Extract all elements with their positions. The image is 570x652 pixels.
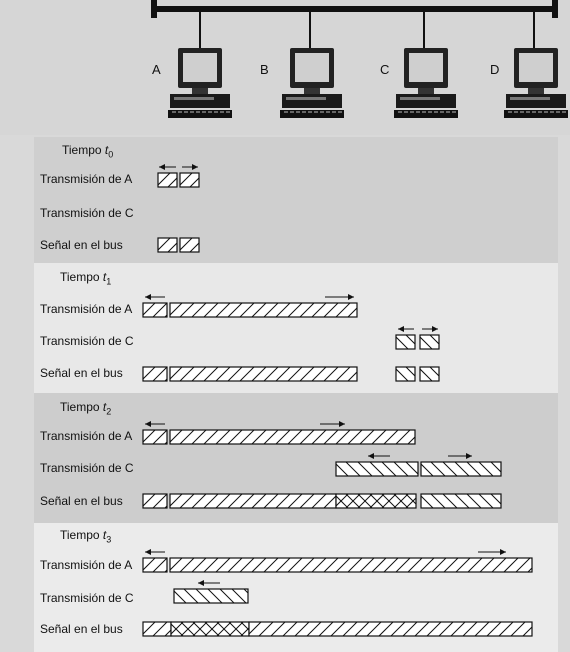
arrow-a-t2-left xyxy=(145,421,165,427)
arrow-a-t1-left xyxy=(145,294,165,300)
panel-title-t2: Tiempo t2 xyxy=(60,400,111,416)
row-label-bus-t3: Señal en el bus xyxy=(40,622,123,636)
panel-title-t1: Tiempo t1 xyxy=(60,270,111,286)
arrow-c-t3-left xyxy=(198,580,220,586)
bus-t2-collision xyxy=(322,494,432,508)
arrow-c-t2-right xyxy=(448,453,472,459)
row-label-tx-c-t3: Transmisión de C xyxy=(40,591,134,605)
frame-a-t2-right xyxy=(156,430,434,444)
frame-c-t2-right xyxy=(407,462,517,476)
row-label-tx-c-t2: Transmisión de C xyxy=(40,461,134,475)
frame-c-t3 xyxy=(160,589,270,603)
frame-a-t1-right xyxy=(156,303,374,317)
bus-t2-a xyxy=(156,494,362,508)
arrow-a-t0-left xyxy=(159,164,176,170)
arrow-a-t3-left xyxy=(145,549,165,555)
row-label-bus-t1: Señal en el bus xyxy=(40,366,123,380)
arrow-c-t1-right xyxy=(422,326,438,332)
arrow-c-t1-left xyxy=(398,326,414,332)
arrow-c-t2-left xyxy=(368,453,390,459)
bus-t1-right xyxy=(156,367,374,381)
panel-title-t3: Tiempo t3 xyxy=(60,528,111,544)
bus-t2-c-right xyxy=(407,494,517,508)
arrow-a-t0-right xyxy=(182,164,198,170)
row-label-bus-t0: Señal en el bus xyxy=(40,238,123,252)
row-label-tx-c-t0: Transmisión de C xyxy=(40,206,134,220)
row-label-tx-a-t0: Transmisión de A xyxy=(40,172,132,186)
panel-title-t0: Tiempo t0 xyxy=(62,143,113,159)
arrow-a-t3-right xyxy=(478,549,506,555)
row-label-bus-t2: Señal en el bus xyxy=(40,494,123,508)
frame-a-t3-right xyxy=(156,558,554,572)
arrow-a-t2-right xyxy=(320,421,345,427)
row-label-tx-c-t1: Transmisión de C xyxy=(40,334,134,348)
row-label-tx-a-t3: Transmisión de A xyxy=(40,558,132,572)
row-label-tx-a-t1: Transmisión de A xyxy=(40,302,132,316)
row-label-tx-a-t2: Transmisión de A xyxy=(40,429,132,443)
bus-t3-right xyxy=(235,622,549,636)
arrow-a-t1-right xyxy=(325,294,354,300)
